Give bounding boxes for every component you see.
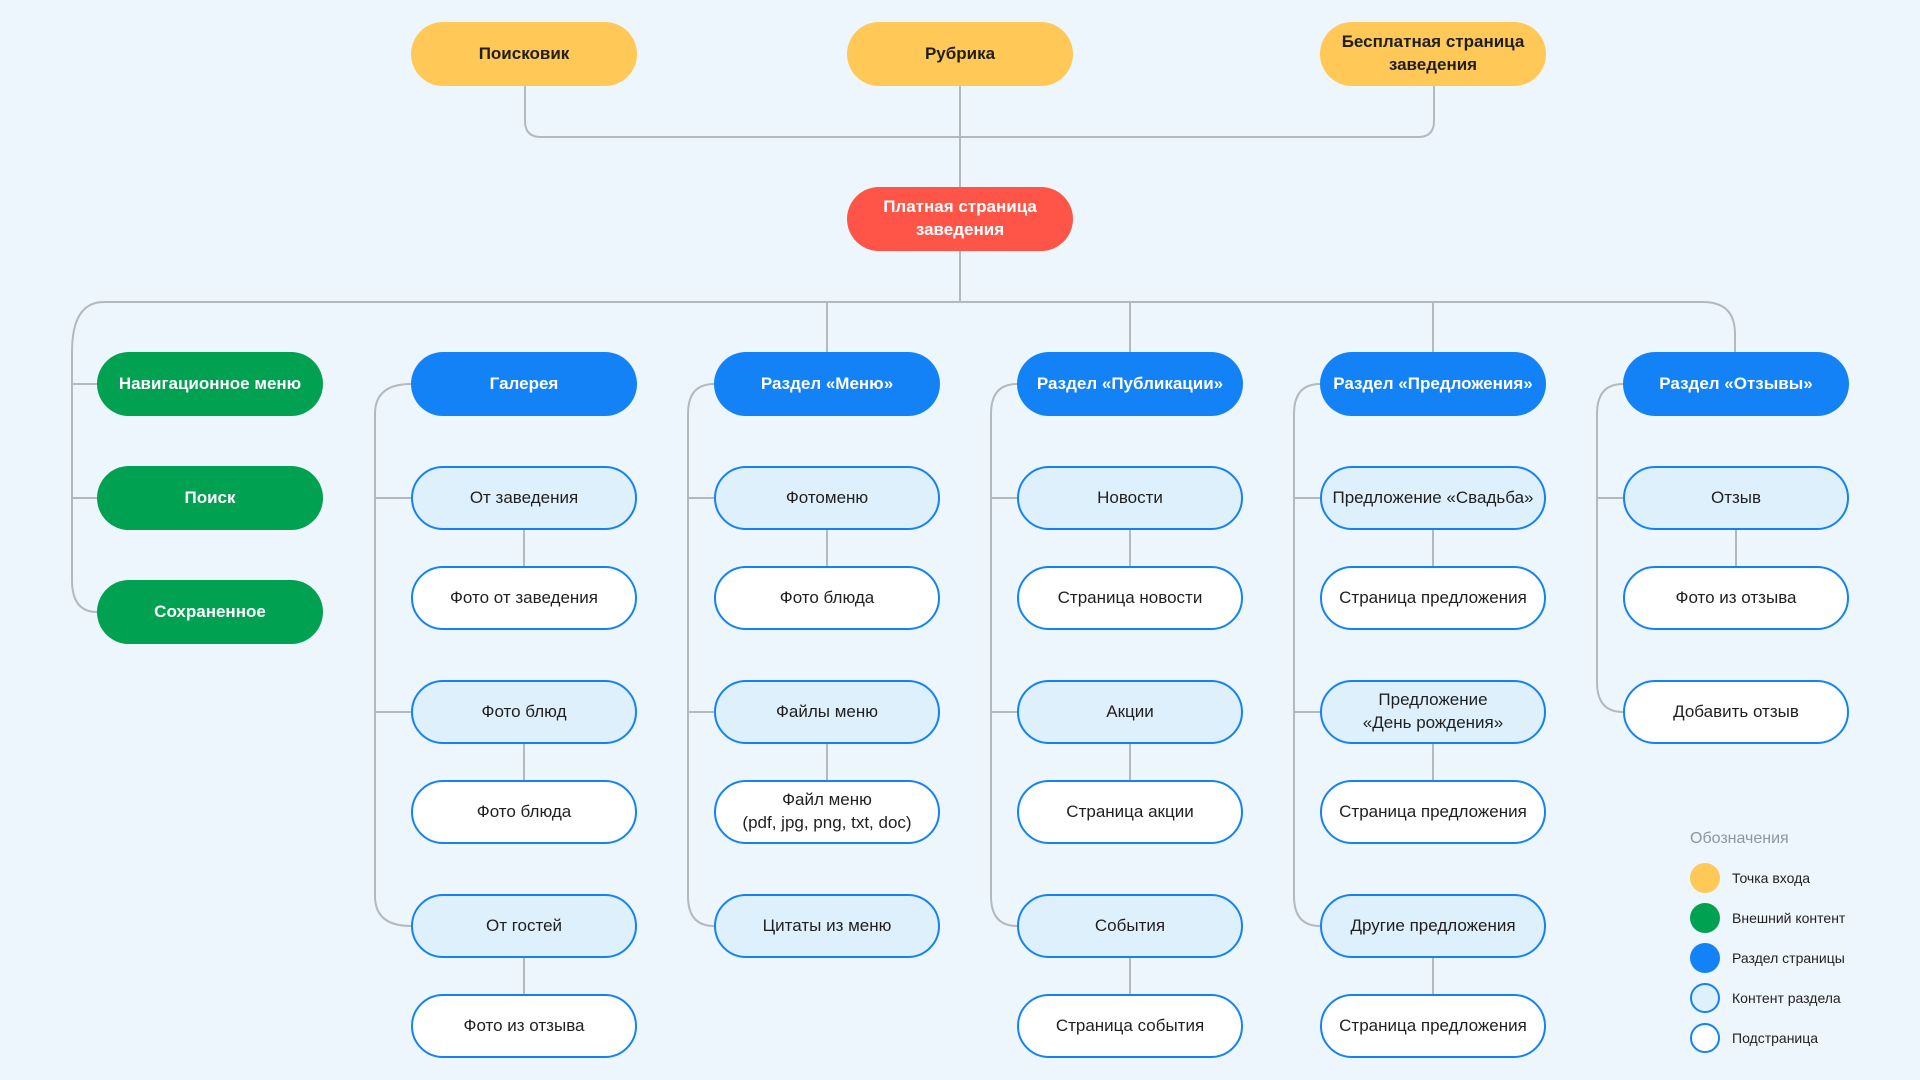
legend-label: Точка входа [1732, 870, 1811, 886]
legend-label: Внешний контент [1732, 910, 1846, 926]
content-node: Файлы меню [714, 680, 940, 744]
external-node-saved: Сохраненное [97, 580, 323, 644]
legend-swatch [1690, 863, 1720, 893]
section-node-gallery: Галерея [411, 352, 637, 416]
section-node-offers: Раздел «Предложения» [1320, 352, 1546, 416]
connector-line [1596, 383, 1624, 713]
connector-line [524, 86, 1435, 138]
content-node: Предложение «День рождения» [1320, 680, 1546, 744]
legend-label: Раздел страницы [1732, 950, 1845, 966]
subpage-node: Страница предложения [1320, 994, 1546, 1058]
connector-line [71, 352, 98, 613]
subpage-node: Фото из отзыва [1623, 566, 1849, 630]
subpage-node: Файл меню (pdf, jpg, png, txt, doc) [714, 780, 940, 844]
legend-item-subpage: Подстраница [1690, 1018, 1910, 1058]
entry-node-rubric: Рубрика [847, 22, 1073, 86]
legend-swatch [1690, 903, 1720, 933]
section-node-menu: Раздел «Меню» [714, 352, 940, 416]
subpage-node: Страница акции [1017, 780, 1243, 844]
content-node: Фото блюд [411, 680, 637, 744]
subpage-node: Страница события [1017, 994, 1243, 1058]
content-node: Предложение «Свадьба» [1320, 466, 1546, 530]
entry-node-free-page: Бесплатная страница заведения [1320, 22, 1546, 86]
subpage-node: Фото из отзыва [411, 994, 637, 1058]
legend-item-external: Внешний контент [1690, 898, 1910, 938]
legend-label: Подстраница [1732, 1030, 1819, 1046]
subpage-node: Страница предложения [1320, 566, 1546, 630]
subpage-node: Фото от заведения [411, 566, 637, 630]
subpage-node: Фото блюда [411, 780, 637, 844]
section-node-reviews: Раздел «Отзывы» [1623, 352, 1849, 416]
external-node-navigation-menu: Навигационное меню [97, 352, 323, 416]
content-node: Фотоменю [714, 466, 940, 530]
subpage-node: Добавить отзыв [1623, 680, 1849, 744]
legend-title: Обозначения [1690, 830, 1789, 847]
legend: Обозначения Точка входа Внешний контент … [1690, 830, 1910, 1058]
content-node: Отзыв [1623, 466, 1849, 530]
legend-item-entry: Точка входа [1690, 858, 1910, 898]
subpage-node: Страница предложения [1320, 780, 1546, 844]
content-node: От гостей [411, 894, 637, 958]
legend-item-content: Контент раздела [1690, 978, 1910, 1018]
content-node: Другие предложения [1320, 894, 1546, 958]
legend-item-section: Раздел страницы [1690, 938, 1910, 978]
content-node: События [1017, 894, 1243, 958]
content-node: От заведения [411, 466, 637, 530]
section-node-publications: Раздел «Публикации» [1017, 352, 1243, 416]
connector-line [990, 383, 1018, 927]
content-node: Акции [1017, 680, 1243, 744]
connector-line [687, 383, 715, 927]
external-node-search: Поиск [97, 466, 323, 530]
connector-line [1293, 383, 1321, 927]
legend-swatch [1690, 1023, 1720, 1053]
legend-swatch [1690, 983, 1720, 1013]
connector-line [71, 301, 1736, 353]
connector-line [374, 383, 412, 927]
entry-node-search-engine: Поисковик [411, 22, 637, 86]
main-node-paid-page: Платная страница заведения [847, 187, 1073, 251]
legend-label: Контент раздела [1732, 990, 1841, 1006]
content-node: Цитаты из меню [714, 894, 940, 958]
content-node: Новости [1017, 466, 1243, 530]
legend-swatch [1690, 943, 1720, 973]
subpage-node: Фото блюда [714, 566, 940, 630]
subpage-node: Страница новости [1017, 566, 1243, 630]
